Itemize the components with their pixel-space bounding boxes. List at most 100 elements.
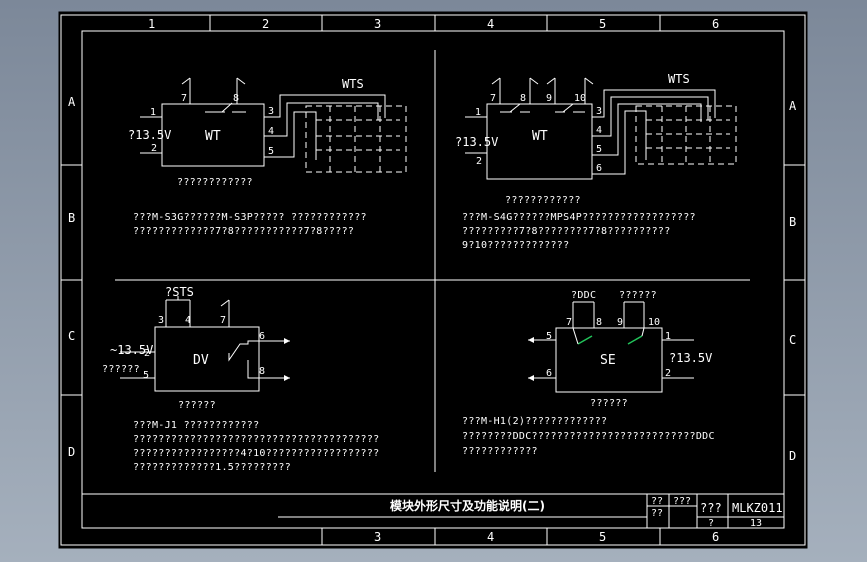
dv-module-box xyxy=(154,326,260,392)
pin-3: 3 xyxy=(268,106,274,117)
contact-green-left xyxy=(577,335,593,345)
wt-module-box xyxy=(486,103,593,180)
top-col-6: 6 xyxy=(712,17,719,31)
pin-3: 3 xyxy=(596,106,602,117)
wt-module-box xyxy=(161,103,265,167)
note-line-3: ???????????? xyxy=(462,446,538,457)
bottom-col-4: 4 xyxy=(487,530,494,544)
row-left-b: B xyxy=(68,211,75,225)
pin-4: 4 xyxy=(185,315,191,326)
row-right-c: C xyxy=(789,333,796,347)
bottom-grid-ruler: 3 4 5 6 xyxy=(321,528,719,545)
note-line-2: ????????DDC??????????????????????????DDC xyxy=(462,431,715,442)
panel-se: 7 8 9 10 5 1 6 2 ?DDC ?????? ?13.5V SE ?… xyxy=(462,290,715,457)
note-line-2: ?????????7?8????????7?8?????????? xyxy=(462,226,671,237)
supply-label: ?13.5V xyxy=(128,128,171,142)
row-left-c: C xyxy=(68,329,75,343)
pin-8: 8 xyxy=(596,317,602,328)
supply-label: ?13.5V xyxy=(669,351,712,365)
contact-green-right xyxy=(627,335,643,345)
module-label: WT xyxy=(205,129,221,144)
pin-7: 7 xyxy=(566,317,572,328)
pin-7: 7 xyxy=(181,93,187,104)
pin-3: 3 xyxy=(158,315,164,326)
note-line-1: ???M-S4G??????MPS4P?????????????????? xyxy=(462,212,696,223)
title-small-b: ??? xyxy=(673,496,691,507)
pin-2: 2 xyxy=(665,368,671,379)
sheet-label: ? xyxy=(708,518,714,529)
pin-8: 8 xyxy=(259,366,265,377)
pin-1: 1 xyxy=(150,107,156,118)
row-right-b: B xyxy=(789,215,796,229)
title-small-a: ?? xyxy=(651,496,663,507)
row-left-d: D xyxy=(68,445,75,459)
module-label: SE xyxy=(600,353,616,368)
pin-4: 4 xyxy=(596,125,602,136)
top-grid-ruler: 1 2 3 4 5 6 xyxy=(148,15,719,31)
supply-label: ~13.5V xyxy=(110,343,153,357)
row-right-d: D xyxy=(789,449,796,463)
pin-7: 7 xyxy=(220,315,226,326)
top-col-5: 5 xyxy=(599,17,606,31)
pin-8: 8 xyxy=(520,93,526,104)
pin-9: 9 xyxy=(617,317,623,328)
module-label: WT xyxy=(532,129,548,144)
pin-10: 10 xyxy=(574,93,586,104)
top-col-1: 1 xyxy=(148,17,155,31)
pin-2: 2 xyxy=(151,143,157,154)
pin-6: 6 xyxy=(546,368,552,379)
row-left-a: A xyxy=(68,95,76,109)
pin-2: 2 xyxy=(476,156,482,167)
pin-4: 4 xyxy=(268,126,274,137)
pin-6: 6 xyxy=(259,331,265,342)
se-module-box xyxy=(555,327,663,393)
top-col-2: 2 xyxy=(262,17,269,31)
top-col-3: 3 xyxy=(374,17,381,31)
pin-5: 5 xyxy=(268,146,274,157)
pin-5: 5 xyxy=(596,144,602,155)
caption: ?????? xyxy=(178,400,216,411)
drawing-title: 模块外形尺寸及功能说明(二) xyxy=(390,498,545,513)
drawing-number: MLKZ011 xyxy=(732,501,783,515)
pin-9: 9 xyxy=(546,93,552,104)
note-line-4: ?????????????1.5????????? xyxy=(133,462,291,473)
caption: ???????????? xyxy=(177,177,253,188)
supply-label: ?13.5V xyxy=(455,135,498,149)
title-small-c: ?? xyxy=(651,508,663,519)
note-line-3: 9?10????????????? xyxy=(462,240,569,251)
panel-wt-single: 7 8 1 3 4 5 2 ?13.5V WT WTS ????????????… xyxy=(128,77,407,237)
bottom-col-3: 3 xyxy=(374,530,381,544)
note-line-1: ???M-S3G??????M-S3P????? ???????????? xyxy=(133,212,367,223)
row-rulers: A B C D A B C D xyxy=(61,95,805,463)
panel-dv: 3 4 7 6 2 5 8 ?STS ~13.5V ?????? DV ????… xyxy=(102,285,380,473)
top-right-label: ?????? xyxy=(619,290,657,301)
note-line-2: ??????????????????????????????????????? xyxy=(133,434,380,445)
pin-10: 10 xyxy=(648,317,660,328)
note-line-3: ?????????????????4?10?????????????????? xyxy=(133,448,380,459)
caption: ???????????? xyxy=(505,195,581,206)
top-col-4: 4 xyxy=(487,17,494,31)
left-label: ?????? xyxy=(102,364,140,375)
top-left-label: ?DDC xyxy=(571,290,596,301)
pin-5: 5 xyxy=(143,370,149,381)
sensor-label: WTS xyxy=(342,77,364,91)
module-label: DV xyxy=(193,353,209,368)
sheet-number: 13 xyxy=(750,518,762,529)
row-right-a: A xyxy=(789,99,797,113)
sensor-label: WTS xyxy=(668,72,690,86)
pin-7: 7 xyxy=(490,93,496,104)
note-line-1: ???M-J1 ???????????? xyxy=(133,420,259,431)
title-block: 模块外形尺寸及功能说明(二) ?? ??? ?? ??? MLKZ011 ? 1… xyxy=(82,493,784,529)
pin-1: 1 xyxy=(475,107,481,118)
drawing-code-label: ??? xyxy=(700,501,722,515)
note-line-2: ?????????????7?8???????????7?8????? xyxy=(133,226,354,237)
pin-6: 6 xyxy=(596,163,602,174)
caption: ?????? xyxy=(590,398,628,409)
pin-1: 1 xyxy=(665,331,671,342)
bottom-col-6: 6 xyxy=(712,530,719,544)
pin-5: 5 xyxy=(546,331,552,342)
pin-8: 8 xyxy=(233,93,239,104)
note-line-1: ???M-H1(2)????????????? xyxy=(462,416,607,427)
pin-2: 2 xyxy=(144,348,150,359)
